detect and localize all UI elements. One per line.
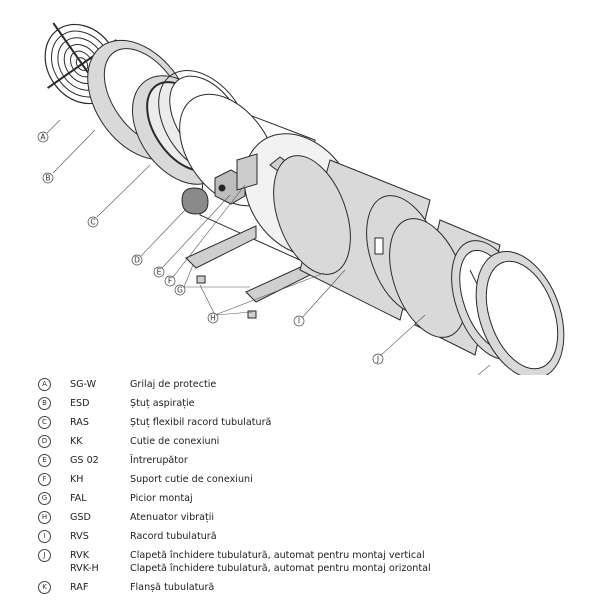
legend-letter-badge: H <box>38 511 51 524</box>
part-flange <box>475 250 565 375</box>
svg-text:E: E <box>157 268 162 277</box>
legend-code: RVK-H <box>70 563 99 574</box>
legend-code: RAS <box>70 417 89 428</box>
legend-code: FAL <box>70 493 87 504</box>
legend-code: SG-W <box>70 379 97 390</box>
callout-J: J <box>372 353 384 365</box>
legend-letter-badge: E <box>38 454 51 467</box>
parts-legend: A SG-W Grilaj de protectie B ESD Ștuț aspira… <box>38 378 598 600</box>
legend-row: H GSD Atenuator vibrații <box>38 511 598 530</box>
legend-description: Racord tubulatură <box>130 531 217 542</box>
legend-row: F KH Suport cutie de conexiuni <box>38 473 598 492</box>
svg-text:G: G <box>177 286 183 295</box>
legend-letter-badge: B <box>38 397 51 410</box>
callout-I: I <box>293 315 305 327</box>
legend-code: RAF <box>70 582 89 593</box>
callout-G: G <box>174 284 186 296</box>
legend-code: ESD <box>70 398 90 409</box>
part-junction-box <box>181 187 209 215</box>
legend-letter-badge: F <box>38 473 51 486</box>
legend-letter-badge: A <box>38 378 51 391</box>
svg-text:A: A <box>40 133 46 142</box>
legend-description: Clapetă închidere tubulatură, automat pe… <box>130 550 425 561</box>
callout-E: E <box>153 266 165 278</box>
callout-B: B <box>42 172 54 184</box>
legend-letter-badge: J <box>38 549 51 562</box>
legend-description: Suport cutie de conexiuni <box>130 474 253 485</box>
legend-row: RVK-H Clapetă închidere tubulatură, autom… <box>38 562 598 581</box>
legend-row: I RVS Racord tubulatură <box>38 530 598 549</box>
part-damper-2 <box>247 310 257 319</box>
legend-row: K RAF Flanșă tubulatură <box>38 581 598 600</box>
svg-text:C: C <box>90 218 95 227</box>
legend-row: J RVK Clapetă închidere tubulatură, automa… <box>38 549 598 562</box>
legend-letter-badge: C <box>38 416 51 429</box>
legend-description: Ștuț flexibil racord tubulatură <box>130 417 272 428</box>
legend-letter-badge: I <box>38 530 51 543</box>
legend-code: GSD <box>70 512 91 523</box>
svg-text:D: D <box>134 256 140 265</box>
callout-F: F <box>164 275 176 287</box>
legend-row: A SG-W Grilaj de protectie <box>38 378 598 397</box>
part-mounting-foot-1 <box>185 225 257 269</box>
svg-text:F: F <box>168 277 172 286</box>
legend-code: RVK <box>70 550 89 561</box>
callout-D: D <box>131 254 143 266</box>
svg-text:B: B <box>45 174 50 183</box>
svg-text:I: I <box>298 317 300 326</box>
legend-description: Flanșă tubulatură <box>130 582 215 593</box>
svg-text:H: H <box>210 314 216 323</box>
legend-description: Picior montaj <box>130 493 193 504</box>
legend-code: GS 02 <box>70 455 99 466</box>
legend-letter-badge: D <box>38 435 51 448</box>
part-box-bracket <box>236 153 258 191</box>
leader-lines <box>46 119 491 375</box>
legend-description: Ștuț aspirație <box>130 398 195 409</box>
legend-row: E GS 02 Întrerupător <box>38 454 598 473</box>
legend-description: Clapetă închidere tubulatură, automat pe… <box>130 563 431 574</box>
exploded-fan-diagram: A B C D E F G H I J K <box>37 22 565 375</box>
legend-letter-badge: K <box>38 581 51 594</box>
legend-description: Atenuator vibrații <box>130 512 215 523</box>
part-damper-1 <box>196 275 206 284</box>
legend-row: B ESD Ștuț aspirație <box>38 397 598 416</box>
legend-code: KK <box>70 436 83 447</box>
callout-H: H <box>207 312 219 324</box>
legend-description: Cutie de conexiuni <box>130 436 220 447</box>
legend-code: RVS <box>70 531 89 542</box>
legend-row: D KK Cutie de conexiuni <box>38 435 598 454</box>
legend-row: G FAL Picior montaj <box>38 492 598 511</box>
legend-description: Grilaj de protectie <box>130 379 217 390</box>
legend-description: Întrerupător <box>130 455 188 466</box>
callout-A: A <box>37 131 49 143</box>
callout-C: C <box>87 216 99 228</box>
legend-row: C RAS Ștuț flexibil racord tubulatură <box>38 416 598 435</box>
svg-text:J: J <box>376 355 379 364</box>
legend-letter-badge: G <box>38 492 51 505</box>
legend-code: KH <box>70 474 84 485</box>
